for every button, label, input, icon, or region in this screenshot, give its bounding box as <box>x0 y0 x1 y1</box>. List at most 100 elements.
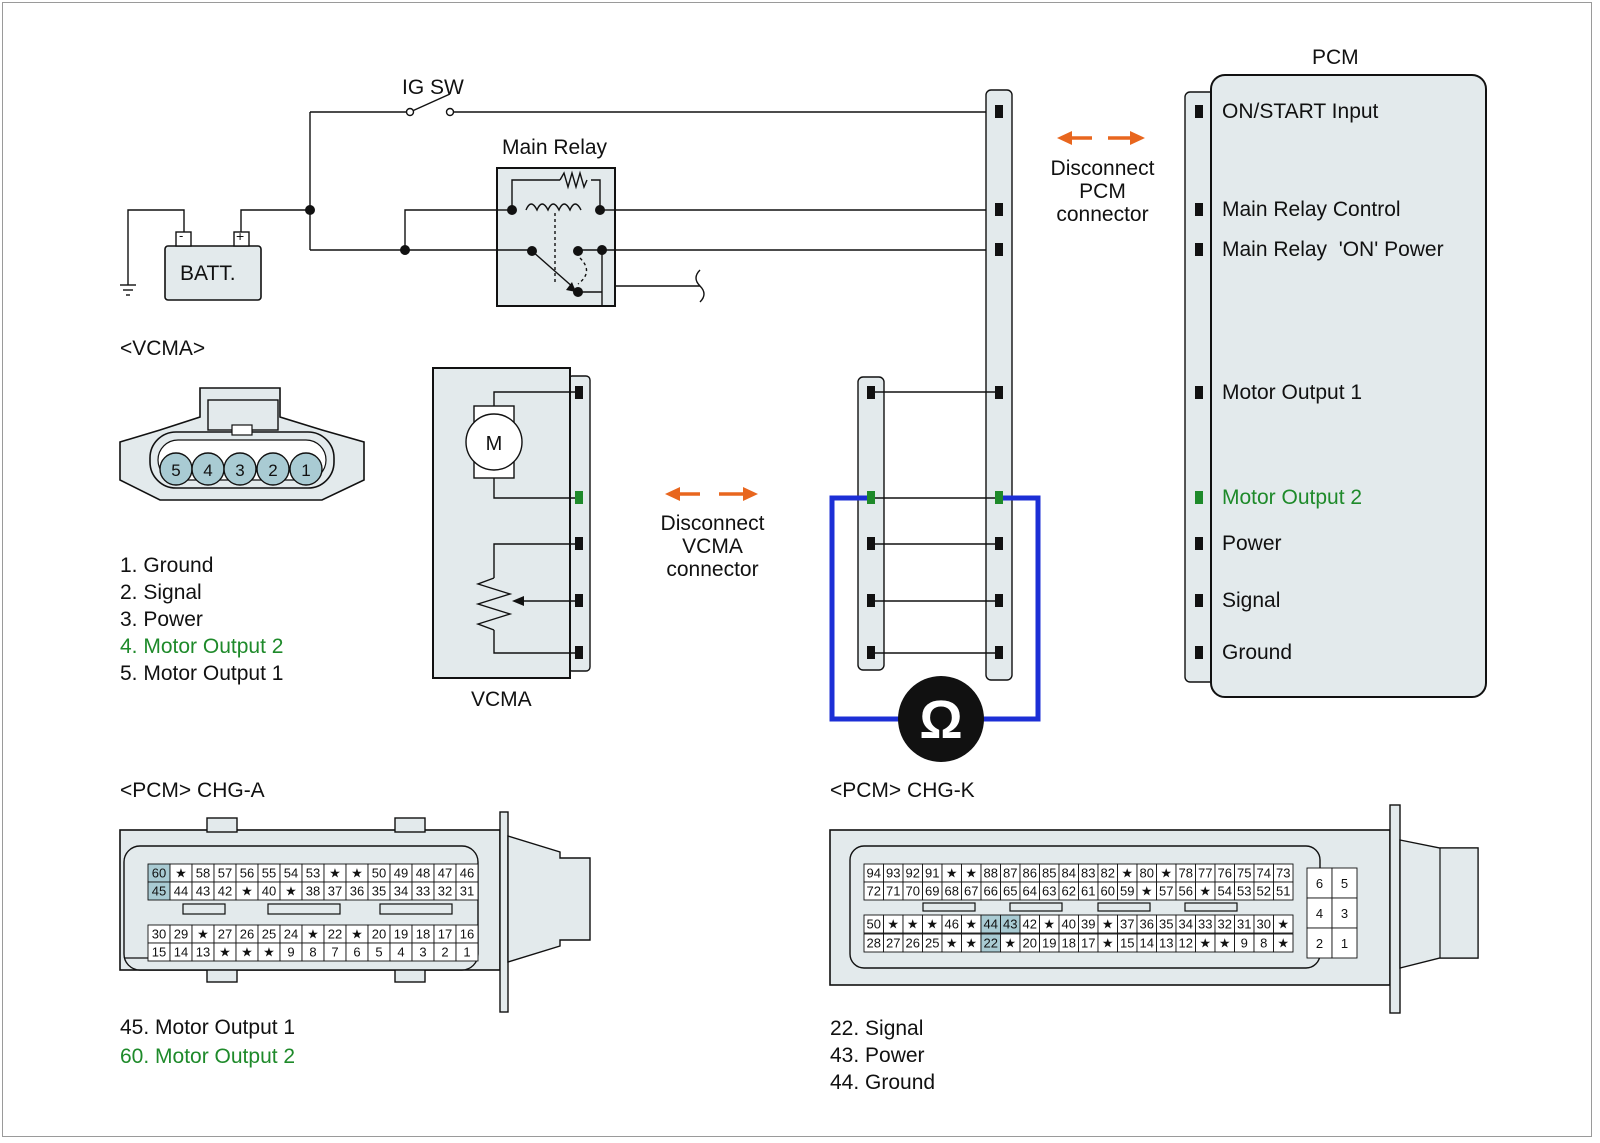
chg-k-side-label: 1 <box>1341 936 1348 951</box>
chg_a-pin-label: 55 <box>262 866 276 881</box>
chg_k-pin-label: ★ <box>946 866 958 881</box>
chg_a-pin-label: 37 <box>328 884 342 899</box>
battery-minus: - <box>179 228 184 243</box>
chg_a-pin-label: 58 <box>196 866 210 881</box>
chg_k-cell <box>1273 881 1294 901</box>
chg_k-pin-label: 40 <box>1062 917 1076 932</box>
chg-k-legend: 22. Signal 43. Power 44. Ground <box>830 1015 935 1096</box>
chg_k-pin-label: ★ <box>1160 866 1172 881</box>
disconnect-pcm-arrows <box>1057 131 1145 145</box>
chg_a-pin-label: ★ <box>307 927 319 942</box>
chg_k-pin-label: 86 <box>1023 866 1037 881</box>
chg_k-pin-label: ★ <box>1102 936 1114 951</box>
pcm-title: PCM <box>1312 46 1359 69</box>
chg_a-pin-label: 3 <box>419 945 426 960</box>
vcma-legend-3: 3. Power <box>120 608 203 631</box>
chg_k-pin-label: ★ <box>1199 884 1211 899</box>
chg_k-pin-label: 56 <box>1179 884 1193 899</box>
chg-k-side-label: 6 <box>1316 876 1323 891</box>
chg_k-pin-label: 14 <box>1140 936 1154 951</box>
pcm-pin-main-relay-power: Main Relay 'ON' Power <box>1222 238 1444 261</box>
chg_k-pin-label: 73 <box>1276 866 1290 881</box>
pcm-pin-main-relay-control: Main Relay Control <box>1222 198 1401 221</box>
chg_k-pin-label: 63 <box>1042 884 1056 899</box>
chg_a-pin-label: 40 <box>262 884 276 899</box>
chg_k-pin-label: 18 <box>1062 936 1076 951</box>
chg_a-pin-label: 22 <box>328 927 342 942</box>
chg_k-pin-label: 67 <box>964 884 978 899</box>
battery-label: BATT. <box>180 262 236 285</box>
chg_a-pin-label: 57 <box>218 866 232 881</box>
chg_k-pin-label: ★ <box>887 917 899 932</box>
chg_a-cell <box>455 881 479 901</box>
chg_k-pin-label: ★ <box>1043 917 1055 932</box>
chg_k-pin-label: 88 <box>984 866 998 881</box>
chg_k-pin-label: 87 <box>1003 866 1017 881</box>
vcma-legend-5: 5. Motor Output 1 <box>120 662 284 685</box>
chg_a-pin-label: 8 <box>309 945 316 960</box>
chg-a-legend-45: 45. Motor Output 1 <box>120 1016 296 1039</box>
disconnect-pcm-line2: PCM <box>1079 180 1126 203</box>
chg_k-pin-label: 72 <box>867 884 881 899</box>
chg_a-pin-label: 32 <box>438 884 452 899</box>
chg_a-pin-label: ★ <box>329 866 341 881</box>
chg_k-pin-label: ★ <box>1004 936 1016 951</box>
chg_a-pin-label: 36 <box>350 884 364 899</box>
chg_k-pin-label: 75 <box>1237 866 1251 881</box>
chg_a-pin-label: 6 <box>353 945 360 960</box>
chg-k-connector-body <box>829 804 1479 1014</box>
chg-k-title: <PCM> CHG-K <box>830 779 975 802</box>
chg_k-pin-label: 69 <box>925 884 939 899</box>
chg_k-pin-label: 76 <box>1218 866 1232 881</box>
chg_a-pin-label: 13 <box>196 945 210 960</box>
chg_k-pin-label: 33 <box>1198 917 1212 932</box>
battery-box <box>164 245 262 301</box>
chg_a-pin-label: 56 <box>240 866 254 881</box>
disconnect-pcm-text: Disconnect PCM connector <box>1040 157 1165 226</box>
vcma-legend-1: 1. Ground <box>120 554 214 577</box>
chg_k-pin-label: 71 <box>886 884 900 899</box>
chg_a-pin-label: 26 <box>240 927 254 942</box>
chg_k-pin-label: 62 <box>1062 884 1076 899</box>
chg_k-pin-label: 43 <box>1003 917 1017 932</box>
chg_k-pin-label: 15 <box>1120 936 1134 951</box>
chg_k-pin-label: 66 <box>984 884 998 899</box>
disconnect-pcm-line1: Disconnect <box>1050 157 1155 180</box>
chg_a-pin-label: 50 <box>372 866 386 881</box>
chg_a-pin-label: 34 <box>394 884 408 899</box>
chg-k-side-label: 4 <box>1316 906 1323 921</box>
disconnect-vcma-arrows <box>665 487 758 501</box>
chg_a-pin-label: 15 <box>152 945 166 960</box>
chg_k-pin-label: 28 <box>867 936 881 951</box>
chg_a-pin-label: 1 <box>463 945 470 960</box>
chg_a-pin-label: ★ <box>241 945 253 960</box>
chg_k-pin-label: 65 <box>1003 884 1017 899</box>
pcm-pin-power: Power <box>1222 532 1282 555</box>
chg_k-pin-label: 39 <box>1081 917 1095 932</box>
chg-a-title: <PCM> CHG-A <box>120 779 265 802</box>
vcma-pin-label: 1 <box>301 461 310 480</box>
chg_a-pin-label: 18 <box>416 927 430 942</box>
ohmmeter-icon <box>898 676 984 762</box>
chg_k-pin-label: 74 <box>1257 866 1271 881</box>
chg_a-pin-label: 53 <box>306 866 320 881</box>
chg_k-pin-label: 13 <box>1159 936 1173 951</box>
vcma-legend-4: 4. Motor Output 2 <box>120 635 284 658</box>
chg_k-pin-label: 59 <box>1120 884 1134 899</box>
pcm-pin-on-start: ON/START Input <box>1222 100 1379 123</box>
chg_k-pin-label: 64 <box>1023 884 1037 899</box>
chg_a-pin-label: ★ <box>263 945 275 960</box>
chg_a-pin-label: 14 <box>174 945 188 960</box>
breakout-connector <box>857 376 885 671</box>
chg_k-pin-label: 78 <box>1179 866 1193 881</box>
chg_k-pin-label: ★ <box>1121 866 1133 881</box>
chg_a-pin-label: 49 <box>394 866 408 881</box>
chg_a-pin-label: ★ <box>351 927 363 942</box>
chg_a-pin-label: 25 <box>262 927 276 942</box>
chg-k-side-cell <box>1306 927 1333 959</box>
chg_k-pin-label: 70 <box>906 884 920 899</box>
vcma-pin-1 <box>289 452 323 486</box>
chg_k-pin-label: 54 <box>1218 884 1232 899</box>
pcm-pin-ground: Ground <box>1222 641 1293 664</box>
